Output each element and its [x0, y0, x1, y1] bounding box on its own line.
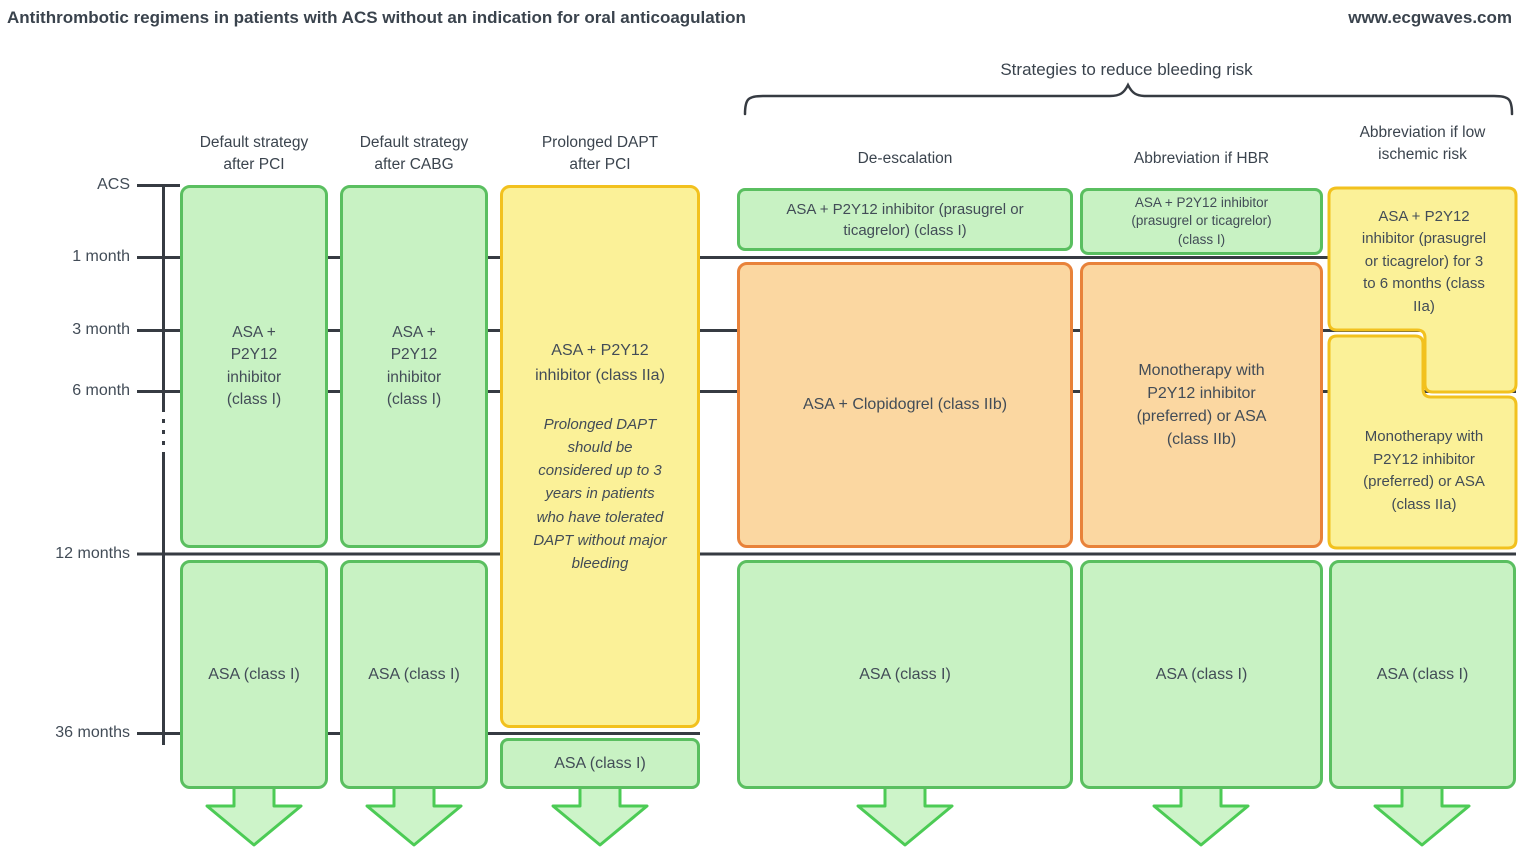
- box-asa-after-36-months: ASA (class I): [500, 738, 700, 789]
- box-asa-after-12-months-low-ischemic: ASA (class I): [1329, 560, 1516, 789]
- down-arrow-icon: [551, 785, 649, 847]
- timeline-label-36-months: 36 months: [55, 724, 130, 741]
- box-hbr-initial: ASA + P2Y12 inhibitor (prasugrel or tica…: [1080, 188, 1323, 255]
- box-asa-p2y12-cabg: ASA + P2Y12 inhibitor (class I): [340, 185, 488, 548]
- box-asa-p2y12-3-6-months-label: ASA + P2Y12 inhibitor (prasugrel or tica…: [1361, 207, 1487, 315]
- timeline-label-1-month: 1 month: [72, 248, 130, 265]
- down-arrow-icon: [1152, 785, 1250, 847]
- box-asa-p2y12-pci: ASA + P2Y12 inhibitor (class I): [180, 185, 328, 548]
- bleeding-risk-brace-label: Strategies to reduce bleeding risk: [1000, 60, 1253, 79]
- down-arrow-icon: [205, 785, 303, 847]
- box-prolonged-dapt: ASA + P2Y12 inhibitor (class IIa) Prolon…: [500, 185, 700, 728]
- column-header-default-cabg: Default strategy after CABG: [359, 134, 469, 173]
- timeline-label-acs: ACS: [97, 176, 130, 193]
- page-title: Antithrombotic regimens in patients with…: [7, 8, 746, 27]
- box-prolonged-dapt-label: ASA + P2Y12 inhibitor (class IIa): [535, 341, 665, 385]
- box-asa-after-12-months-hbr: ASA (class I): [1080, 560, 1323, 789]
- column-header-default-pci: Default strategy after PCI: [199, 134, 309, 173]
- box-prolonged-dapt-note: Prolonged DAPT should be considered up t…: [533, 415, 667, 573]
- box-monotherapy-low-ischemic-label: Monotherapy with P2Y12 inhibitor (prefer…: [1363, 428, 1485, 513]
- timeline-label-3-month: 3 month: [72, 321, 130, 338]
- down-arrow-icon: [1373, 785, 1471, 847]
- box-monotherapy-low-ischemic-shape: [1327, 334, 1518, 550]
- box-de-escalation-initial: ASA + P2Y12 inhibitor (prasugrel or tica…: [737, 188, 1073, 251]
- timeline-label-6-month: 6 month: [72, 382, 130, 399]
- box-asa-after-12-months-pci: ASA (class I): [180, 560, 328, 789]
- column-header-de-escalation: De-escalation: [857, 150, 953, 167]
- timeline-label-12-months: 12 months: [55, 545, 130, 562]
- website-label: www.ecgwaves.com: [1348, 8, 1512, 27]
- box-asa-p2y12-3-6-months-shape: [1327, 186, 1518, 394]
- column-header-abbreviation-low-ischemic: Abbreviation if low ischemic risk: [1359, 124, 1486, 163]
- column-header-prolonged-dapt: Prolonged DAPT after PCI: [541, 134, 659, 173]
- column-header-abbreviation-hbr: Abbreviation if HBR: [1133, 150, 1270, 167]
- bleeding-risk-brace: [743, 82, 1514, 116]
- box-asa-clopidogrel: ASA + Clopidogrel (class IIb): [737, 262, 1073, 548]
- box-asa-after-12-months-cabg: ASA (class I): [340, 560, 488, 789]
- down-arrow-icon: [365, 785, 463, 847]
- down-arrow-icon: [856, 785, 954, 847]
- box-monotherapy-hbr: Monotherapy with P2Y12 inhibitor (prefer…: [1080, 262, 1323, 548]
- box-asa-after-12-months-de-escalation: ASA (class I): [737, 560, 1073, 789]
